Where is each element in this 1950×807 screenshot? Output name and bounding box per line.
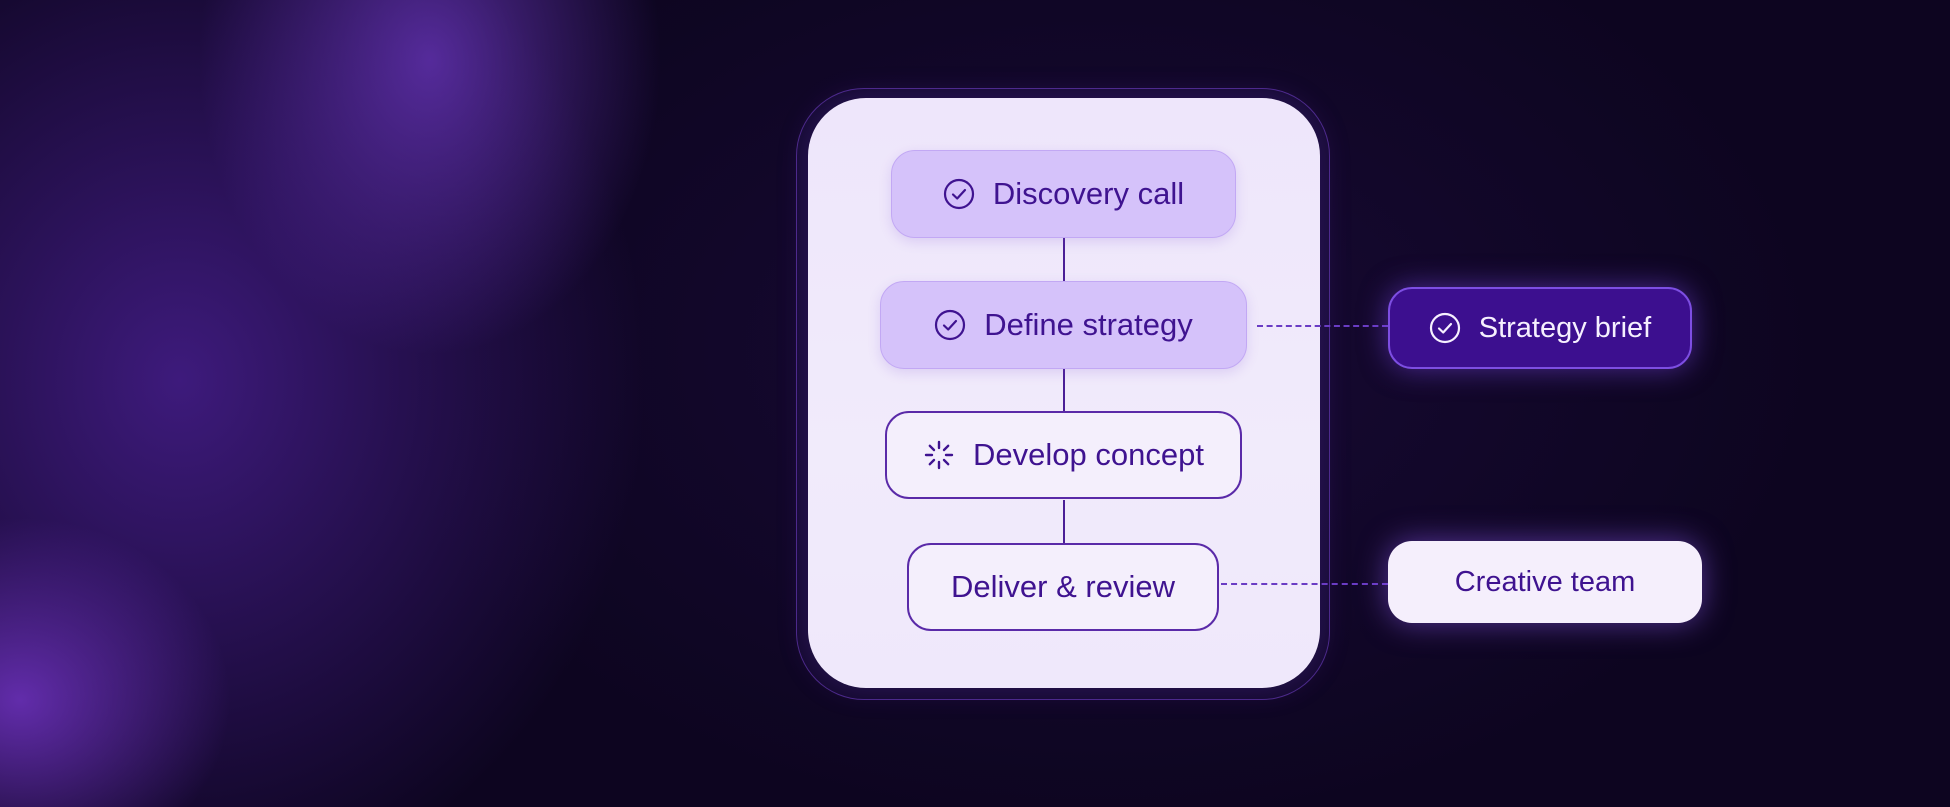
output-creative-team[interactable]: Creative team bbox=[1388, 541, 1702, 623]
spinner-icon bbox=[923, 439, 955, 471]
step-develop-concept[interactable]: Develop concept bbox=[885, 411, 1242, 499]
output-strategy-brief[interactable]: Strategy brief bbox=[1388, 287, 1692, 369]
connector-line bbox=[1063, 238, 1065, 282]
step-label: Discovery call bbox=[992, 176, 1185, 211]
check-circle-icon bbox=[943, 178, 975, 210]
step-deliver-review[interactable]: Deliver & review bbox=[907, 543, 1219, 631]
link-dashed-line bbox=[1257, 325, 1388, 327]
step-define-strategy[interactable]: Define strategy bbox=[880, 281, 1247, 369]
output-label: Creative team bbox=[1454, 565, 1636, 598]
step-label: Develop concept bbox=[973, 437, 1204, 472]
check-circle-icon bbox=[1429, 312, 1461, 344]
connector-line bbox=[1063, 369, 1065, 412]
step-label: Deliver & review bbox=[951, 569, 1175, 604]
connector-line bbox=[1063, 500, 1065, 544]
step-discovery-call[interactable]: Discovery call bbox=[891, 150, 1236, 238]
check-circle-icon bbox=[934, 309, 966, 341]
step-label: Define strategy bbox=[984, 307, 1193, 342]
link-dashed-line bbox=[1221, 583, 1388, 585]
output-label: Strategy brief bbox=[1478, 311, 1652, 344]
